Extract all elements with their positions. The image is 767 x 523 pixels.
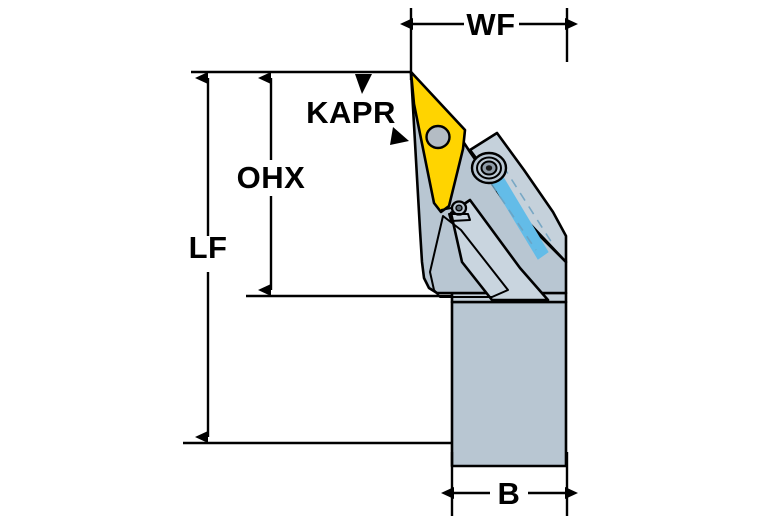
dimension-lf: LF	[183, 70, 452, 445]
annotation-label-kapr: KAPR	[306, 95, 396, 130]
dimension-label-b: B	[498, 476, 521, 511]
clamp-screw	[470, 151, 508, 185]
insert-lock-pin	[450, 200, 468, 216]
insert-shim-plate	[449, 198, 550, 302]
dimension-wf: WF	[400, 7, 578, 80]
dimension-label-ohx: OHX	[237, 160, 306, 195]
kapr-arrow-upper	[355, 74, 372, 94]
dimension-label-lf: LF	[189, 230, 228, 265]
tool-head-front-face	[429, 215, 509, 298]
dimension-label-wf: WF	[466, 7, 515, 42]
kapr-arrow-lower	[390, 127, 409, 145]
insert-lock-lever	[448, 213, 471, 222]
annotation-kapr: KAPR	[306, 74, 409, 145]
dimension-b: B	[441, 452, 578, 516]
tool-shank	[450, 291, 568, 468]
insert-tip-edge	[440, 207, 452, 211]
insert-hole-icon	[425, 124, 451, 150]
dimension-ohx: OHX	[237, 72, 452, 298]
